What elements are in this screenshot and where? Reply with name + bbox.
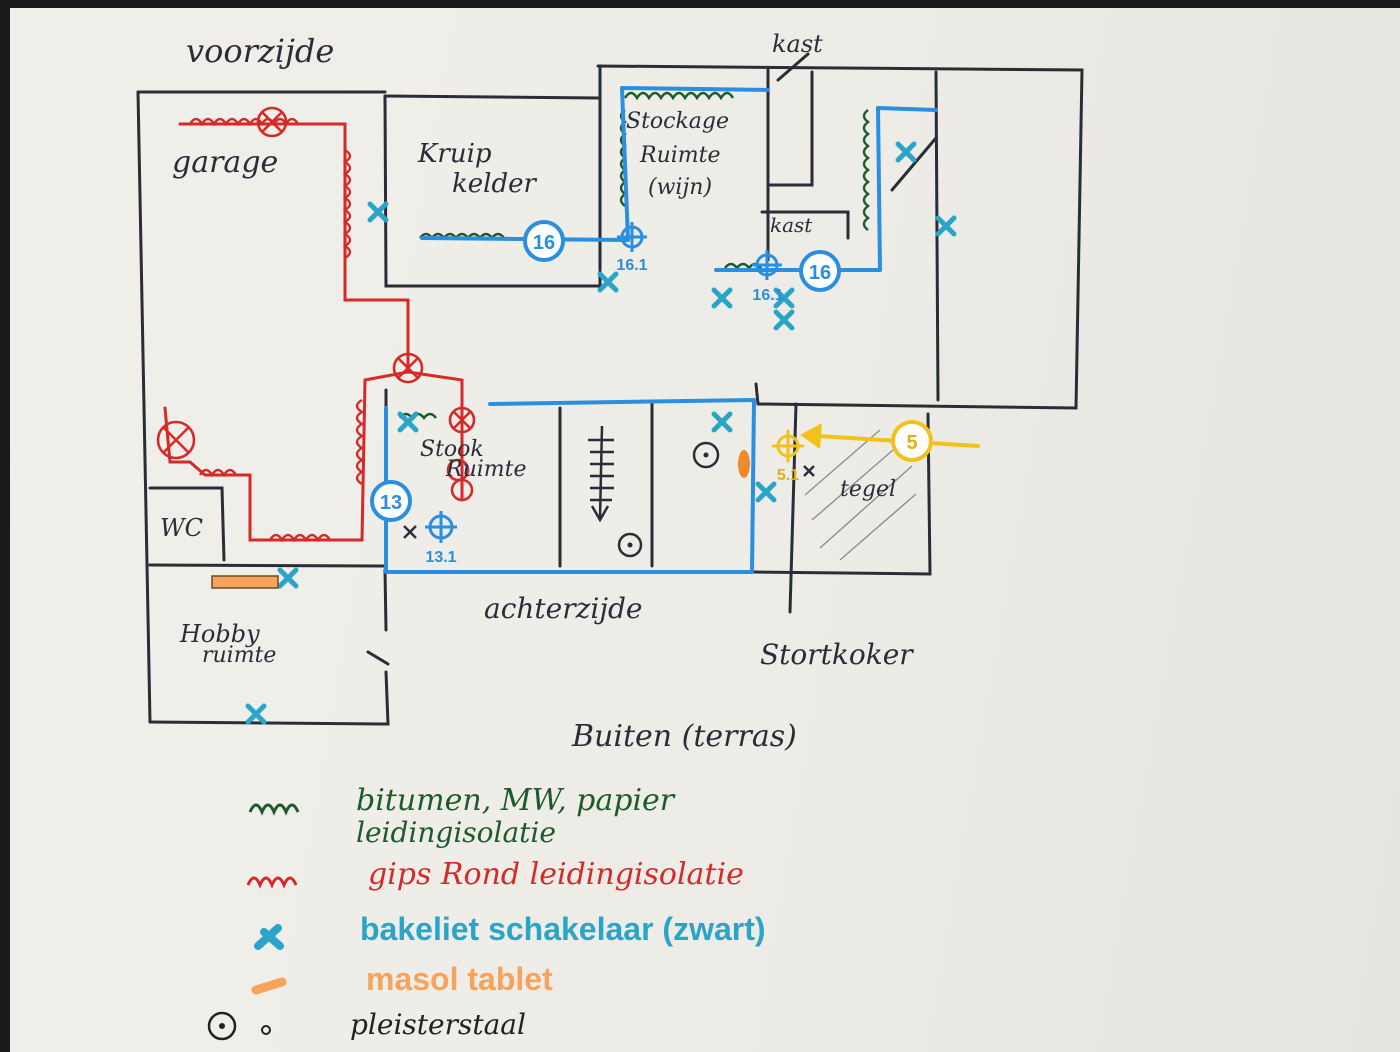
wall-wc <box>148 486 226 562</box>
legend-swatch-red <box>246 876 298 889</box>
marker-sub-label: 5.1 <box>777 467 799 484</box>
legend-text-masol: masol tablet <box>366 961 553 997</box>
tegel-hatching <box>804 429 917 561</box>
bakeliet-switches <box>245 141 957 725</box>
legend-text-bitumen: bitumen, MW, papier <box>356 783 676 818</box>
label-stortkoker: Stortkoker <box>760 638 914 671</box>
marker-number: 5 <box>906 432 917 454</box>
label-stook-ruimte: Ruimte <box>445 457 527 482</box>
legend-text-leidingisolatie: leidingisolatie <box>356 816 556 849</box>
label-kelder: kelder <box>452 169 537 199</box>
marker-badge-5[interactable]: 5 <box>891 420 933 462</box>
wall-kast-top <box>766 70 814 187</box>
red-pipe-runs <box>163 122 464 542</box>
wall-hobby-top <box>148 563 388 568</box>
legend-text-pleisterstaal: pleisterstaal <box>350 1008 526 1041</box>
wall-door-hobby <box>366 650 390 666</box>
marker-badge-13[interactable]: 13 <box>370 480 412 522</box>
wall-kast-mid <box>760 210 850 240</box>
marker-sub-label: 16.1 <box>616 257 647 274</box>
label-wc: WC <box>160 514 203 542</box>
masol-tablet-mark <box>738 450 750 478</box>
marker-number: 13 <box>380 492 402 514</box>
legend-text-bakeliet: bakeliet schakelaar (zwart) <box>360 911 766 947</box>
paper-sheet <box>10 8 1400 1052</box>
masol-tablet-mark <box>211 575 279 589</box>
wall-bottom-left <box>148 670 390 726</box>
legend-swatch-pleisterstaal <box>207 1011 237 1041</box>
wall-right-block <box>596 64 1084 410</box>
wall-tegel <box>752 412 932 576</box>
legend-text-gips: gips Rond leidingisolatie <box>368 857 744 892</box>
kast-door-tick <box>776 52 810 82</box>
label-kruip: Kruip <box>417 139 492 169</box>
wall-kruip-top <box>383 94 600 100</box>
wall-left <box>136 90 152 724</box>
label-hobby: Hobby <box>179 620 260 648</box>
marker-badge-16b[interactable]: 16 <box>799 250 841 292</box>
label-voorzijde: voorzijde <box>186 32 334 70</box>
marker-number: 16 <box>533 232 555 254</box>
label-hobby-ruimte: ruimte <box>202 643 276 668</box>
walls <box>136 52 1084 726</box>
marker-number: 16 <box>809 262 831 284</box>
blue-crosshairs <box>425 222 782 543</box>
label-kast-mid: kast <box>770 213 813 237</box>
marker-sub-label: 13.1 <box>425 549 456 566</box>
label-garage: garage <box>172 145 278 180</box>
label-kast-top: kast <box>772 30 823 58</box>
pleisterstaal-symbol <box>692 441 720 469</box>
pleisterstaal-symbol <box>617 532 643 558</box>
label-stook: Stook <box>420 437 484 462</box>
wall-kruip <box>383 94 602 288</box>
label-achterzijde: achterzijde <box>484 592 643 625</box>
label-buiten: Buiten (terras) <box>571 719 797 754</box>
staircase <box>588 425 614 523</box>
label-stockage-ruimte: Ruimte <box>639 143 721 168</box>
wall-stub <box>754 382 760 406</box>
legend: bitumen, MW, papier leidingisolatie gips… <box>207 783 766 1041</box>
yellow-arrowhead <box>800 423 822 449</box>
legend-swatch-cyan <box>254 924 284 950</box>
room-labels: voorzijde kast garage Kruip kelder Stock… <box>160 30 914 754</box>
label-wijn: (wijn) <box>648 175 712 200</box>
marker-badge-16a[interactable]: 16 <box>523 220 565 262</box>
legend-swatch-orange <box>251 977 287 995</box>
red-valves <box>156 106 476 502</box>
label-stockage: Stockage <box>626 109 729 134</box>
door-east <box>890 136 938 192</box>
label-tegel: tegel <box>840 477 896 502</box>
marker-sub-label: 16.1 <box>752 287 783 304</box>
dark-crosses <box>403 465 815 539</box>
red-coils <box>188 117 365 543</box>
legend-swatch-green <box>248 803 300 816</box>
wall-hobby-right <box>383 568 388 632</box>
